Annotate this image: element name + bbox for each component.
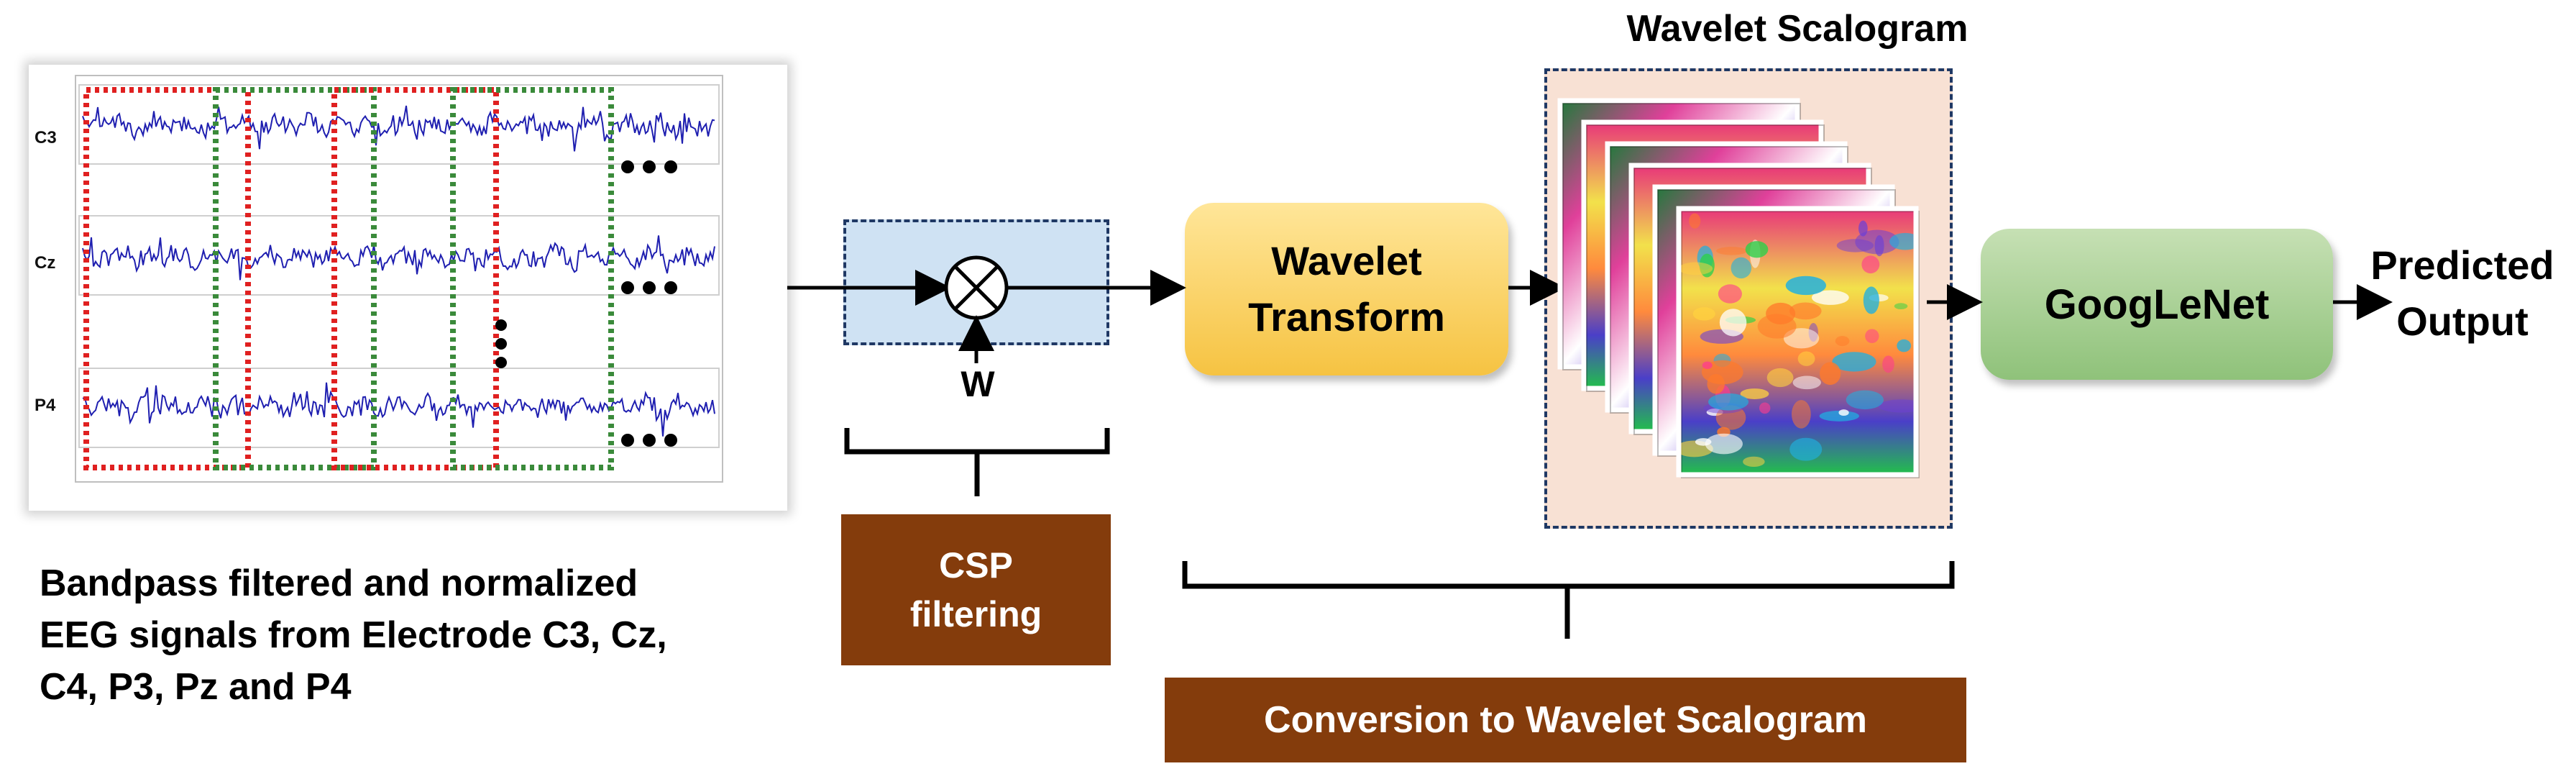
scalogram-blob [1702, 361, 1713, 370]
window-red-1 [83, 87, 251, 470]
scalogram-blob [1707, 373, 1725, 394]
eeg-channel-label-p4: P4 [35, 396, 56, 415]
scalogram-tiles [1557, 98, 1920, 478]
scalogram-blob [1832, 352, 1876, 372]
scalogram-blob [1708, 393, 1749, 411]
scalogram-blob [1689, 213, 1701, 229]
scalogram-blob [1797, 351, 1815, 366]
scalogram-front-texture [1679, 213, 1916, 467]
scalogram-blob [1740, 388, 1769, 399]
scalogram-blob [1819, 410, 1859, 422]
scalogram-blob [1889, 232, 1916, 250]
scalogram-blob [1894, 303, 1908, 310]
predicted-output-label: Predicted Output [2370, 242, 2554, 344]
scalogram-blob [1759, 402, 1771, 414]
scalogram-blob [1789, 302, 1822, 320]
scalogram-tile-shadow [1681, 211, 1920, 478]
scalogram-blob [1878, 399, 1916, 413]
googlenet-box: GoogLeNet [1981, 229, 2333, 380]
scalogram-blob [1838, 409, 1849, 416]
scalogram-blob [1766, 302, 1796, 325]
eeg-plot [75, 75, 723, 483]
scalogram-blob [1855, 229, 1899, 255]
scalogram-blob [1791, 400, 1811, 429]
wavelet-transform-line2: Transform [1248, 294, 1445, 340]
scalogram-blob [1766, 368, 1794, 388]
csp-brace [844, 428, 1110, 496]
scalogram-blob [1785, 275, 1826, 296]
window-green-2 [450, 87, 614, 470]
scalogram-blob [1679, 262, 1713, 275]
scalogram-blob [1719, 309, 1747, 337]
scalogram-blob [1715, 405, 1746, 430]
conversion-brace [1182, 561, 1955, 639]
scalogram-blob [1811, 290, 1849, 305]
window-red-2 [331, 87, 499, 470]
scalogram-blob [1820, 362, 1841, 386]
conversion-label: Conversion to Wavelet Scalogram [1165, 678, 1966, 762]
scalogram-blob [1835, 336, 1850, 347]
scalogram-blob [1692, 307, 1715, 321]
multiply-icon [944, 255, 1009, 320]
csp-filtering-label: CSP filtering [841, 514, 1111, 665]
scalogram-blob [1846, 390, 1884, 410]
scalogram-blob [1705, 433, 1743, 455]
scalogram-blob [1716, 247, 1748, 255]
scalogram-blob [1861, 255, 1880, 274]
eeg-trace-c3 [82, 105, 715, 152]
scalogram-blob [1745, 241, 1769, 258]
eeg-caption: Bandpass filtered and normalized EEG sig… [40, 562, 667, 708]
scalogram-blob [1718, 284, 1742, 304]
scalogram-blob [1882, 355, 1894, 373]
scalogram-blob [1731, 257, 1752, 279]
eeg-channel-label-c3: C3 [35, 128, 57, 147]
wavelet-transform-line1: Wavelet [1271, 238, 1422, 283]
scalogram-blob [1743, 456, 1765, 467]
scalogram-title: Wavelet Scalogram [1626, 8, 1968, 50]
scalogram-blob [1863, 286, 1879, 314]
ellipsis-dots [495, 160, 677, 447]
scalogram-front-border [1676, 206, 1919, 478]
wavelet-transform-box: Wavelet Transform [1185, 203, 1508, 375]
scalogram-blob [1792, 375, 1821, 390]
scalogram-blob [1865, 329, 1879, 344]
weight-label: W [961, 364, 995, 404]
eeg-channel-label-cz: Cz [35, 253, 56, 273]
window-green-1 [213, 87, 377, 470]
scalogram-blob [1897, 339, 1912, 352]
scalogram-blob [1789, 437, 1823, 461]
